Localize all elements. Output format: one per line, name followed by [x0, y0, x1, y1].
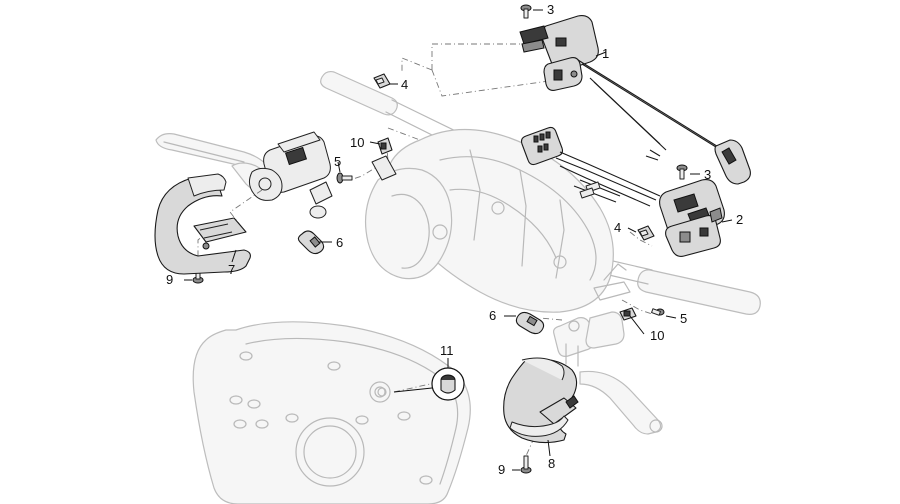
callout-3-right: 3	[704, 167, 711, 182]
clip-nut-4-top	[373, 73, 391, 89]
connector-block	[520, 126, 661, 207]
callout-7: 7	[228, 262, 235, 277]
callout-8: 8	[548, 456, 555, 471]
callout-1: 1	[602, 46, 609, 61]
screw-5-left	[336, 172, 353, 184]
callout-4-top: 4	[401, 77, 408, 92]
hand-guard-8	[503, 357, 579, 444]
screw-9-bottom	[520, 455, 532, 474]
leader-lines	[184, 9, 733, 471]
callout-10-right: 10	[650, 328, 664, 343]
hand-guard-7	[154, 173, 251, 275]
handlebar-ghost	[320, 70, 761, 315]
dash-panel-ghost	[192, 321, 471, 504]
callout-5-right: 5	[680, 311, 687, 326]
callout-3-top: 3	[547, 2, 554, 17]
screw-3-top	[520, 4, 532, 19]
bulb-6-right	[515, 311, 545, 335]
callout-4-right: 4	[614, 220, 621, 235]
screw-5-right	[651, 308, 665, 316]
callout-6-left: 6	[336, 235, 343, 250]
callout-5-left: 5	[334, 154, 341, 169]
brake-switch-10-left	[371, 137, 397, 181]
right-brake-lever-ghost	[553, 311, 663, 435]
clip-nut-4-right	[637, 225, 655, 241]
callout-labels: 3 1 4 10 5 3 2 4 6 7 9 6 5 10 11 8 9	[166, 2, 743, 477]
screw-3-right	[676, 164, 688, 180]
callout-2: 2	[736, 212, 743, 227]
grommet-11-detail	[377, 367, 465, 401]
callout-10-left: 10	[350, 135, 364, 150]
callout-9-left: 9	[166, 272, 173, 287]
callout-6-right: 6	[489, 308, 496, 323]
right-handlebar-switch	[659, 179, 725, 257]
bulb-6-left	[297, 230, 325, 255]
left-handlebar-switch	[519, 15, 599, 91]
brake-switch-10-right	[619, 307, 637, 321]
master-cylinder	[248, 131, 333, 219]
callout-9-bottom: 9	[498, 462, 505, 477]
callout-11: 11	[440, 343, 454, 358]
left-switch-wiring	[577, 59, 751, 185]
